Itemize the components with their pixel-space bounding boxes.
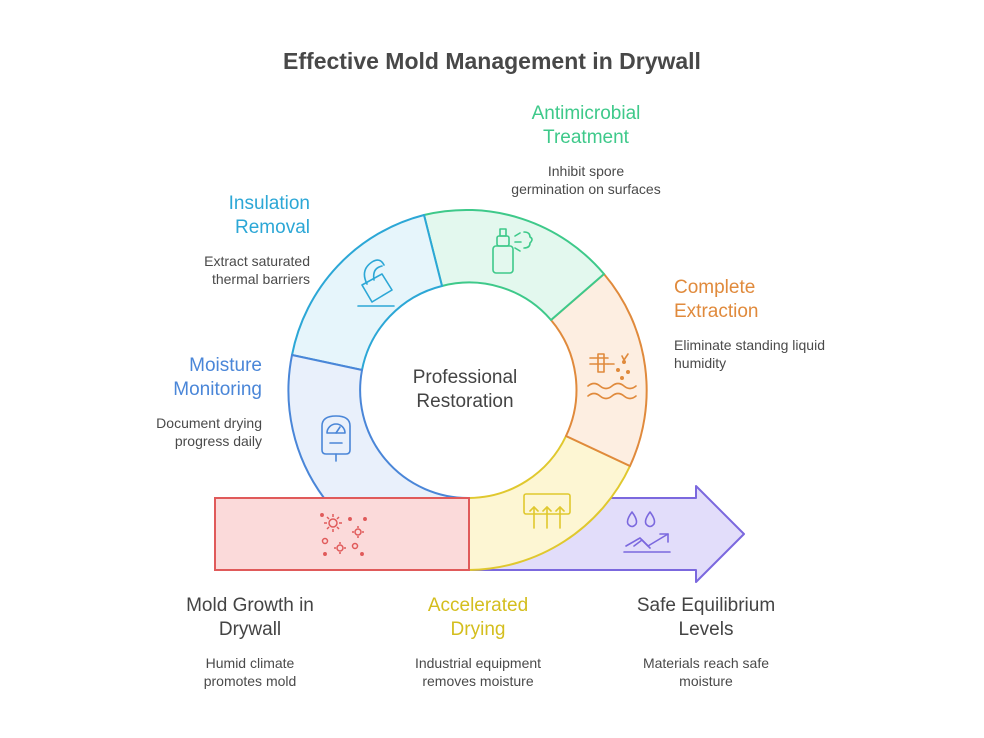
- air-mover-icon: [523, 493, 571, 529]
- safe-equilibrium-desc: Materials reach safe moisture: [642, 655, 770, 689]
- mold-growth-desc: Humid climate promotes mold: [203, 655, 297, 689]
- insulation-removal-title: Insulation Removal: [228, 193, 310, 238]
- complete-extraction-title: Complete Extraction: [674, 277, 759, 322]
- mold-growth-box: [214, 497, 470, 571]
- antimicrobial-treatment-title: Antimicrobial Treatment: [531, 103, 641, 148]
- insulation-removal-desc: Extract saturated thermal barriers: [204, 253, 310, 287]
- accelerated-drying-desc: Industrial equipment removes moisture: [414, 655, 542, 689]
- moisture-monitoring-desc: Document drying progress daily: [156, 415, 262, 449]
- diagram-title: Effective Mold Management in Drywall: [283, 48, 701, 74]
- complete-extraction-desc: Eliminate standing liquid humidity: [674, 337, 825, 371]
- safe-equilibrium-title: Safe Equilibrium Levels: [636, 595, 776, 640]
- water-extraction-icon: [587, 353, 637, 400]
- mold-growth-title: Mold Growth in Drywall: [186, 595, 314, 640]
- droplets-trend-icon: [623, 511, 671, 553]
- antimicrobial-treatment-desc: Inhibit spore germination on surfaces: [511, 163, 661, 197]
- mold-spores-icon: [320, 513, 367, 556]
- segment-monitoring: [287, 354, 470, 500]
- moisture-meter-icon: [321, 415, 351, 462]
- insulation-removal-icon: [357, 259, 395, 307]
- accelerated-drying-title: Accelerated Drying: [427, 595, 529, 640]
- spray-bottle-icon: [492, 228, 533, 274]
- center-label: Professional Restoration: [412, 367, 518, 412]
- segment-antimicrobial: [423, 208, 605, 321]
- segment-extraction: [550, 273, 648, 467]
- moisture-monitoring-title: Moisture Monitoring: [173, 355, 262, 400]
